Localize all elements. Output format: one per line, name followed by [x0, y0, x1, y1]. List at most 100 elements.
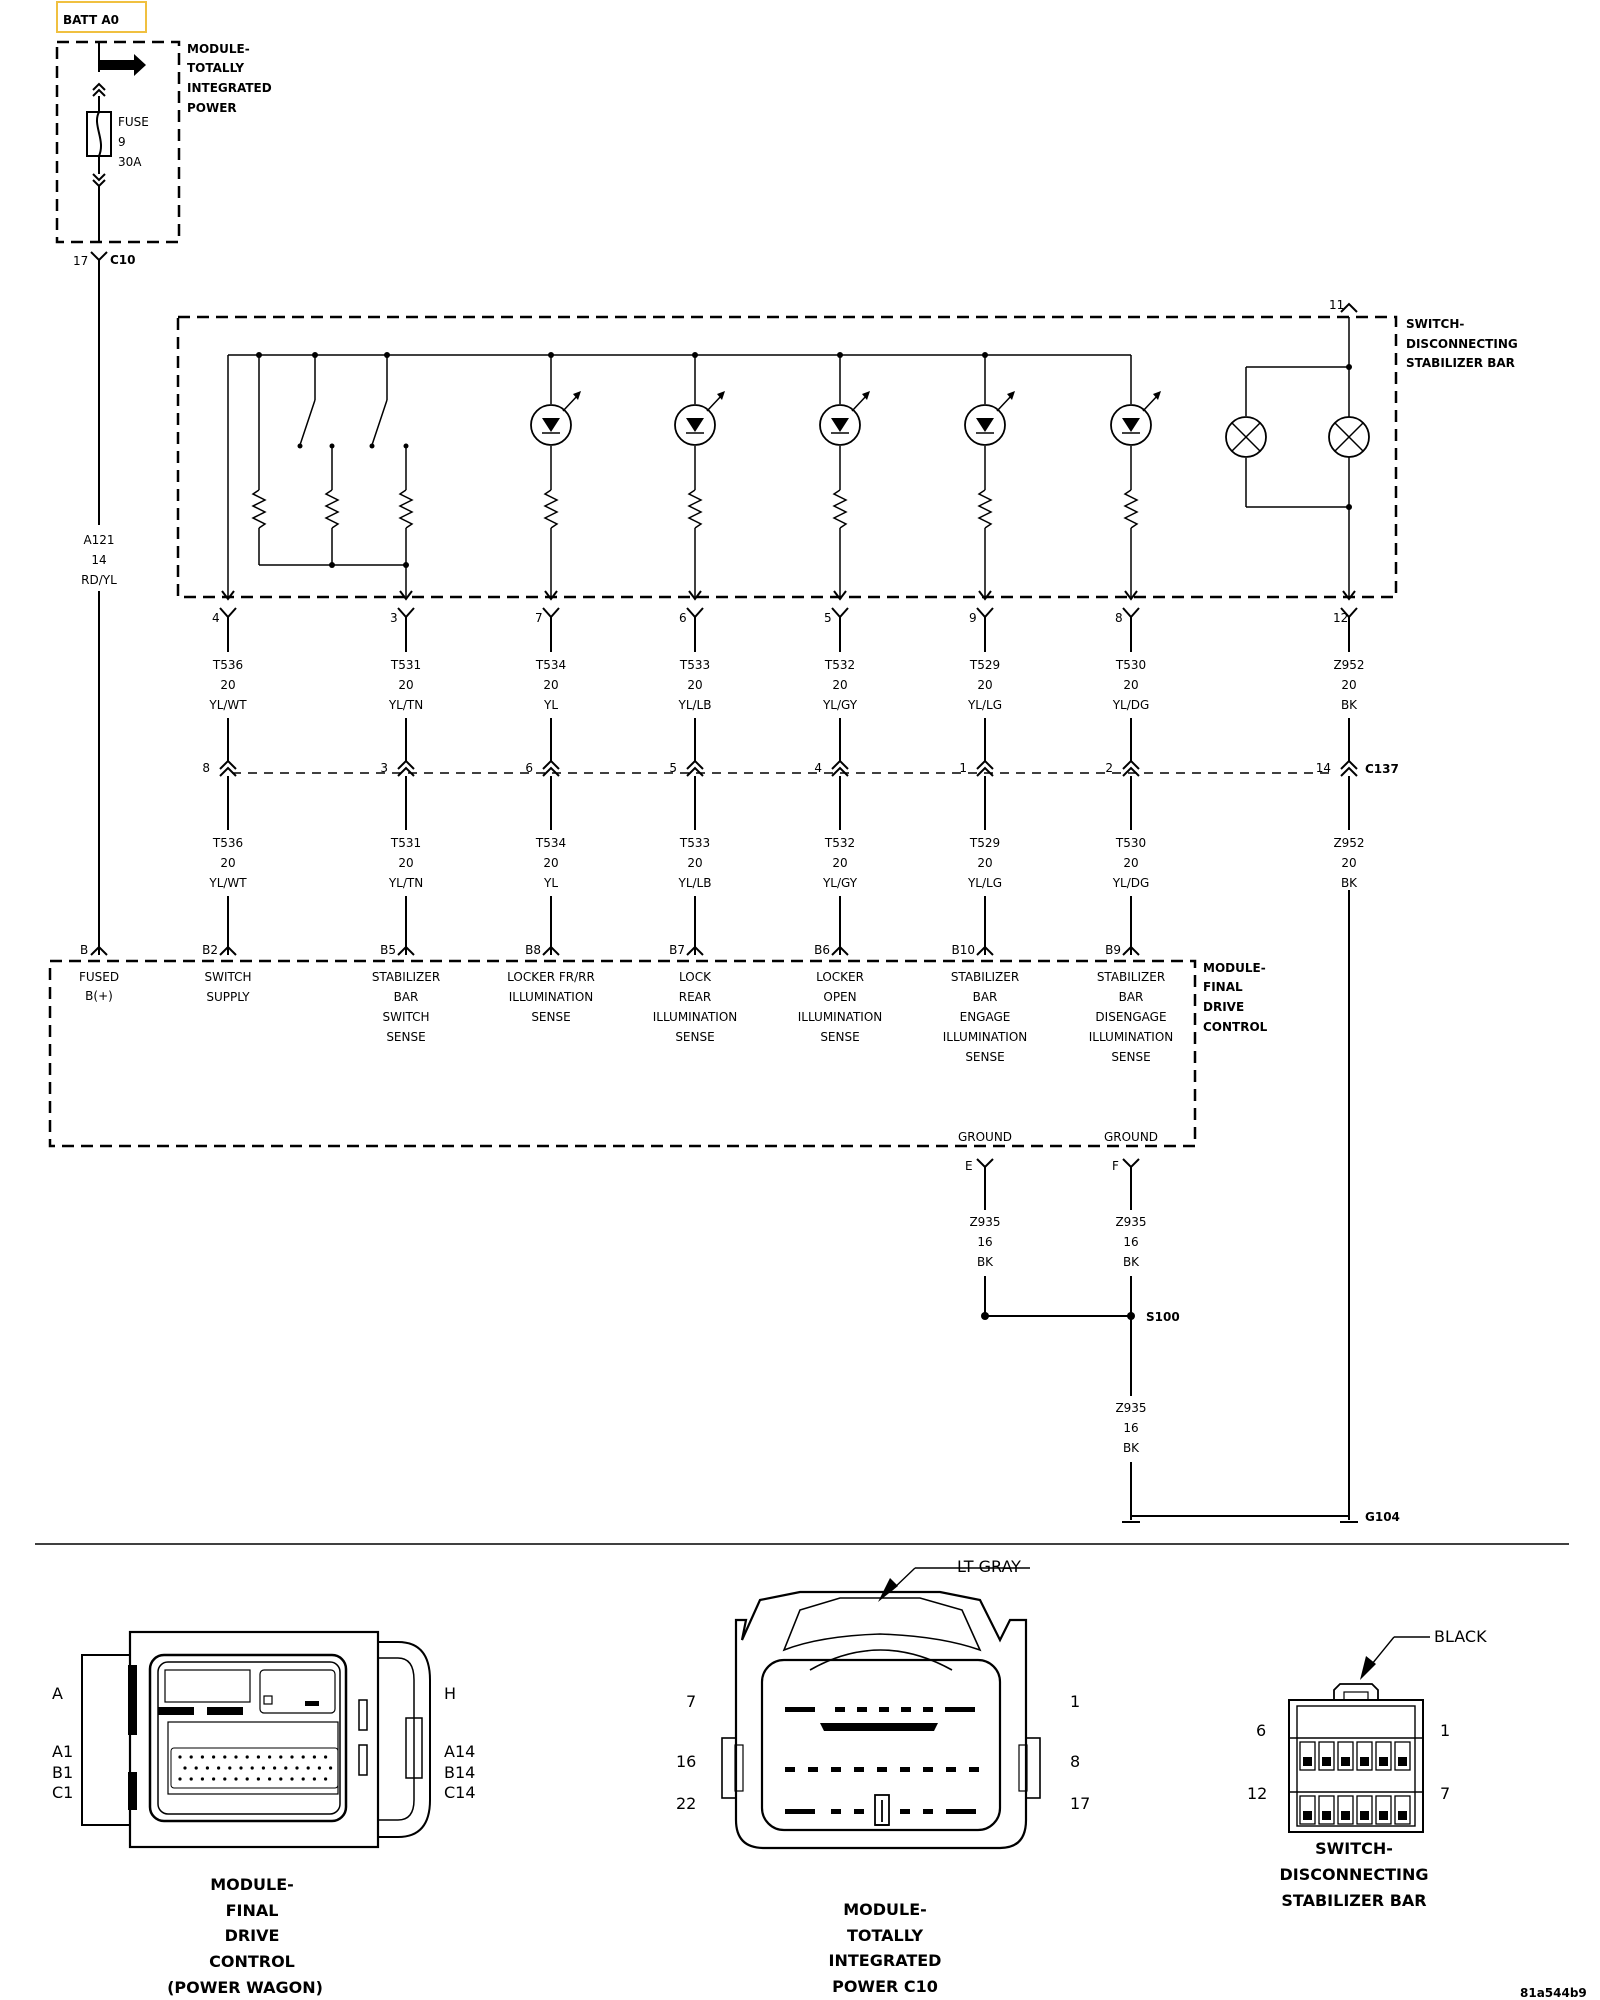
circuit-2: 33T53120YL/TNT53120YL/TNB5STABILIZERBARS…	[366, 590, 446, 1044]
wire-label: 20	[543, 678, 558, 692]
wire-label: 20	[1341, 678, 1356, 692]
tipm-connector-icon	[721, 1567, 1041, 1850]
wire-label: YL/LB	[678, 698, 712, 712]
batt-label-box	[56, 1, 147, 33]
c137-pin-number: 6	[525, 761, 533, 775]
fdc-pin-label: STABILIZER	[1097, 970, 1165, 984]
wire-label: T531	[390, 658, 421, 672]
fdc-pin-symbol	[831, 945, 849, 956]
tipm-label-3: INTEGRATED	[187, 81, 272, 95]
switch-pin-symbol	[831, 607, 849, 619]
switch-pin-symbol	[1122, 607, 1140, 619]
fdc-label-4: CONTROL	[1203, 1020, 1268, 1034]
fdc-pin-symbol	[397, 945, 415, 956]
switch-connector-caption-3: STABILIZER BAR	[1281, 1891, 1426, 1910]
tipm-connector-caption-3: INTEGRATED	[829, 1951, 942, 1970]
wire-label: T534	[535, 658, 566, 672]
c10-connector-label: C10	[110, 253, 136, 267]
splice-dot-e	[981, 1312, 989, 1320]
fdc-pin-number: B9	[1105, 943, 1121, 957]
c137-label: C137	[1365, 762, 1399, 776]
wire-label: T533	[679, 836, 710, 850]
switch-pin-symbol	[542, 607, 560, 619]
wire-label: T531	[390, 836, 421, 850]
fdc-connector-c14: C14	[444, 1783, 476, 1802]
wire-label: YL/GY	[822, 698, 858, 712]
wire-label: YL/LB	[678, 876, 712, 890]
splice-wire-color: BK	[1123, 1441, 1140, 1455]
wire-label: BK	[1341, 876, 1358, 890]
wire-label: T532	[824, 836, 855, 850]
ground-f-wire-color: BK	[1123, 1255, 1140, 1269]
diagram-reference-code: 81a544b9	[1520, 1986, 1587, 2000]
arrow-icon	[978, 590, 992, 601]
tipm-connector-pin-7: 7	[686, 1692, 696, 1711]
switch-top-pin: 11	[1329, 298, 1344, 312]
wire-label: T533	[679, 658, 710, 672]
lamp-pair	[1225, 302, 1370, 597]
wire-label: 20	[543, 856, 558, 870]
led-channel	[530, 355, 581, 597]
c10-pin: 17	[73, 254, 88, 268]
power-arrow-icon	[98, 42, 146, 76]
fdc-pin-label: SENSE	[675, 1030, 714, 1044]
wire-label: YL	[543, 698, 558, 712]
switch-connector-pin-1: 1	[1440, 1721, 1450, 1740]
switch-pin-number: 6	[679, 611, 687, 625]
fdc-pin-symbol	[686, 945, 704, 956]
wire-label: T529	[969, 836, 1000, 850]
wire-label: 20	[977, 678, 992, 692]
fdc-pin-label: ILLUMINATION	[798, 1010, 883, 1024]
fdc-pin-label: SWITCH	[382, 1010, 429, 1024]
splice-label: S100	[1146, 1310, 1180, 1324]
wire-label: T530	[1115, 836, 1146, 850]
wire-label: Z952	[1333, 836, 1364, 850]
wire-label: 20	[1341, 856, 1356, 870]
arrow-icon	[221, 590, 235, 601]
wire-label: T529	[969, 658, 1000, 672]
fdc-pin-label: STABILIZER	[372, 970, 440, 984]
c137-pin-number: 14	[1316, 761, 1331, 775]
wire-label: 20	[220, 678, 235, 692]
fdc-connector-icon	[81, 1630, 431, 1849]
switch-module-label-3: STABILIZER BAR	[1406, 356, 1515, 370]
fdc-pin-number: B5	[380, 943, 396, 957]
wire-label: 20	[1123, 856, 1138, 870]
ground-f-wire-circuit: Z935	[1115, 1215, 1146, 1229]
switch-pin-number: 9	[969, 611, 977, 625]
ground-e-pin-symbol	[976, 1158, 994, 1169]
fdc-pin-label: ENGAGE	[960, 1010, 1011, 1024]
circuit-6: 91T52920YL/LGT52920YL/LGB10STABILIZERBAR…	[943, 590, 1027, 1064]
wire-label: YL/TN	[388, 876, 423, 890]
c137-pin-number: 1	[959, 761, 967, 775]
fdc-connector-caption-5: (POWER WAGON)	[167, 1978, 323, 1997]
switch-pin-number: 3	[390, 611, 398, 625]
wire-label: 20	[832, 678, 847, 692]
c137-pin-number: 4	[814, 761, 822, 775]
wire-label: 20	[687, 856, 702, 870]
wire-label: YL/LG	[967, 698, 1002, 712]
circuit-7: 82T53020YL/DGT53020YL/DGB9STABILIZERBARD…	[1089, 590, 1173, 1064]
wire-label: 20	[832, 856, 847, 870]
fdc-pin-label: SENSE	[531, 1010, 570, 1024]
fdc-fused-pin-symbol	[90, 945, 108, 956]
fdc-connector-a1: A1	[52, 1742, 73, 1761]
fdc-pin-label: SUPPLY	[206, 990, 250, 1004]
fdc-connector-caption-2: FINAL	[226, 1901, 279, 1920]
ground-f-pin: F	[1112, 1159, 1119, 1173]
tipm-connector-caption-2: TOTALLY	[847, 1926, 923, 1945]
fuse-icon	[86, 82, 112, 242]
fdc-fused-label-2: B(+)	[85, 989, 113, 1003]
wire-label: YL/TN	[388, 698, 423, 712]
wire-label: 20	[977, 856, 992, 870]
wire-label: 20	[398, 856, 413, 870]
fdc-connector-caption-1: MODULE-	[210, 1875, 294, 1894]
fuse-rating: 30A	[118, 155, 142, 169]
circuit-5: 54T53220YL/GYT53220YL/GYB6LOCKEROPENILLU…	[798, 590, 883, 1044]
switch-pin-number: 5	[824, 611, 832, 625]
tipm-connector-caption-4: POWER C10	[832, 1977, 938, 1996]
fdc-pin-label: ILLUMINATION	[509, 990, 594, 1004]
wire-label: 20	[398, 678, 413, 692]
tipm-module-box	[55, 40, 181, 244]
